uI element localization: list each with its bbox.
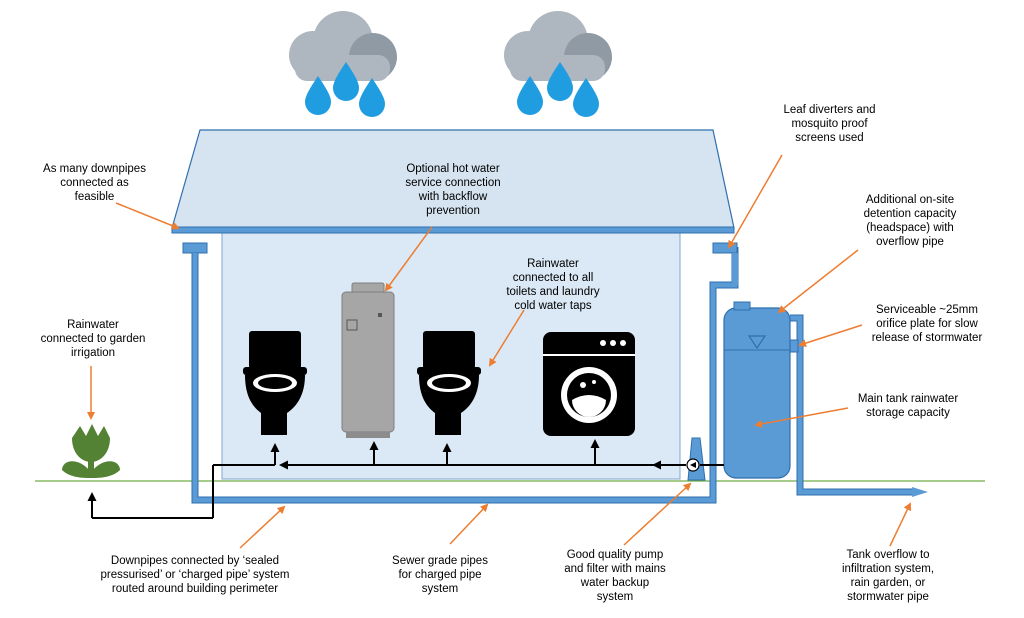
label-sewer-pipes: Sewer grade pipes for charged pipe syste…: [392, 555, 488, 595]
label-rainwater-toilets: Rainwater connected to all toilets and l…: [506, 258, 600, 312]
label-downpipes: As many downpipes connected as feasible: [43, 163, 146, 203]
water-tank-icon: [723, 301, 791, 479]
rain-cloud-icon: [504, 11, 612, 117]
callout-arrows: [87, 154, 912, 549]
charged-pipe-system: [182, 242, 739, 504]
label-pump: Good quality pump and filter with mains …: [564, 549, 666, 603]
gutter: [171, 226, 735, 234]
label-tank-overflow: Tank overflow to infiltration system, ra…: [841, 549, 935, 603]
label-orifice: Serviceable ~25mm orifice plate for slow…: [871, 304, 983, 344]
supply-line: [87, 439, 724, 519]
plant-icon: [62, 424, 120, 478]
label-sealed-pipes: Downpipes connected by ‘sealed pressuris…: [100, 555, 290, 595]
pump-icon: [686, 437, 706, 481]
rain-cloud-icon: [289, 11, 397, 117]
label-main-tank: Main tank rainwater storage capacity: [857, 393, 959, 419]
label-detention: Additional on-site detention capacity (h…: [863, 194, 957, 248]
label-garden: Rainwater connected to garden irrigation: [40, 319, 146, 359]
overflow-pipe: [788, 314, 928, 497]
water-heater-icon: [341, 282, 395, 438]
label-leaf-diverters: Leaf diverters and mosquito proof screen…: [783, 104, 876, 144]
washing-machine-icon: [543, 332, 635, 436]
label-hot-water: Optional hot water service connection wi…: [405, 163, 501, 217]
